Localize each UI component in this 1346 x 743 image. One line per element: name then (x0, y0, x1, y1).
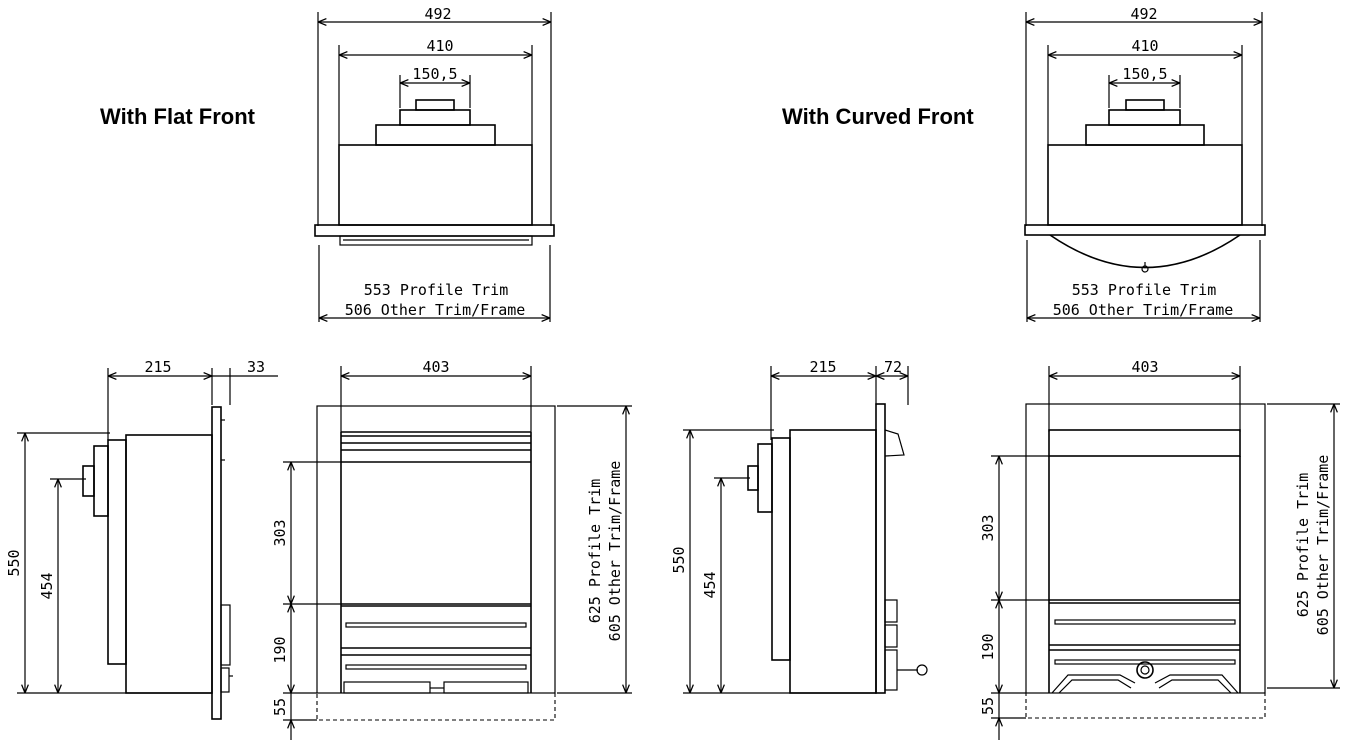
dim-label-150-5-curved: 150,5 (1122, 65, 1167, 83)
label-553-profile-trim-curved: 553 Profile Trim (1072, 281, 1217, 299)
dim-label-72: 72 (884, 358, 902, 376)
dim-label-492: 492 (424, 5, 451, 23)
label-625-profile-trim: 625 Profile Trim (586, 479, 604, 624)
label-605-other-trim: 605 Other Trim/Frame (606, 461, 624, 642)
dim-label-410: 410 (426, 37, 453, 55)
dim-label-303-curved: 303 (979, 514, 997, 541)
top-view-curved: 492 410 150,5 553 Profile Trim 506 Other… (1024, 5, 1266, 322)
dim-label-550-curved: 550 (670, 546, 688, 573)
label-506-other-trim: 506 Other Trim/Frame (345, 301, 526, 319)
dim-label-454-curved: 454 (701, 571, 719, 598)
heading-flat-front: With Flat Front (100, 104, 256, 129)
dim-label-215-curved: 215 (809, 358, 836, 376)
dim-label-550: 550 (5, 549, 23, 576)
side-view-flat: 215 33 550 454 (5, 358, 278, 720)
dim-label-410-curved: 410 (1131, 37, 1158, 55)
label-506-other-trim-curved: 506 Other Trim/Frame (1053, 301, 1234, 319)
dim-label-190: 190 (271, 636, 289, 663)
front-view-flat: 403 303 190 55 625 Profile Trim (271, 358, 632, 740)
dim-label-454: 454 (38, 572, 56, 599)
label-625-profile-trim-curved: 625 Profile Trim (1294, 473, 1312, 618)
dim-label-303: 303 (271, 519, 289, 546)
side-view-curved: 215 72 550 454 (670, 358, 928, 694)
label-605-other-trim-curved: 605 Other Trim/Frame (1314, 455, 1332, 636)
heading-curved-front: With Curved Front (782, 104, 974, 129)
dim-label-33: 33 (247, 358, 265, 376)
dim-label-403-curved: 403 (1131, 358, 1158, 376)
dim-label-55-curved: 55 (979, 697, 997, 715)
top-view-flat: 492 410 150,5 553 Profile Trim 506 Other… (314, 5, 555, 322)
dim-label-190-curved: 190 (979, 633, 997, 660)
label-553-profile-trim: 553 Profile Trim (364, 281, 509, 299)
dim-label-55: 55 (271, 698, 289, 716)
front-view-curved: 403 303 190 55 625 Profile Trim 605 O (979, 358, 1340, 740)
dim-label-403: 403 (422, 358, 449, 376)
dim-label-150-5: 150,5 (412, 65, 457, 83)
dim-label-215: 215 (144, 358, 171, 376)
dim-label-492-curved: 492 (1130, 5, 1157, 23)
